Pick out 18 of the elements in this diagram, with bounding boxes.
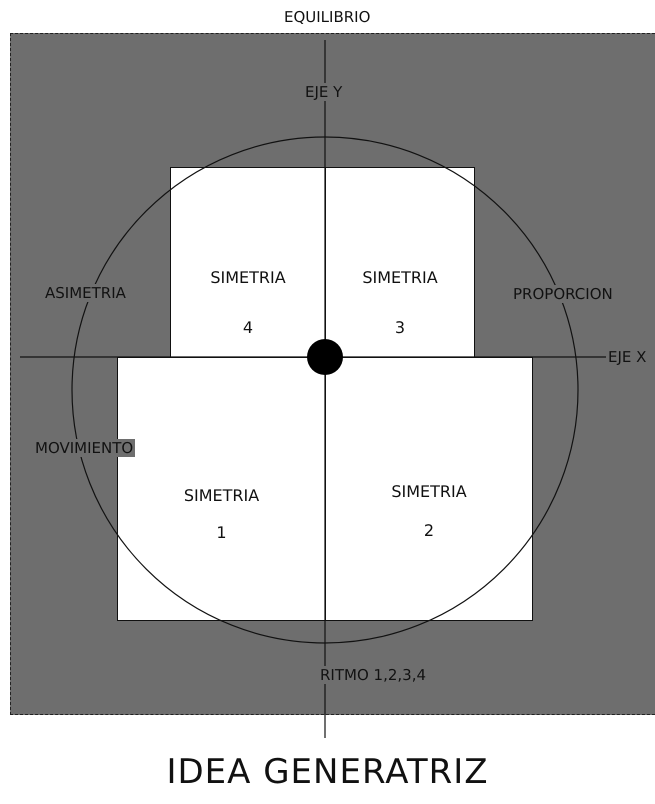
box-label: 1 xyxy=(216,523,227,542)
box-label: SIMETRIA xyxy=(362,268,438,287)
label: RITMO 1,2,3,4 xyxy=(318,666,428,684)
quadrant-box xyxy=(325,357,533,621)
axis-label: EJE Y xyxy=(303,83,344,101)
box-label: SIMETRIA xyxy=(391,482,467,501)
box-label: 4 xyxy=(242,318,254,337)
label: ASIMETRIA xyxy=(43,284,128,302)
label: MOVIMIENTO xyxy=(33,439,136,457)
axis-label: EQUILIBRIO xyxy=(282,8,372,26)
box-label: SIMETRIA xyxy=(184,486,260,505)
quadrant-box xyxy=(325,167,475,358)
box-label: 2 xyxy=(424,521,434,540)
axis-label: EJE X xyxy=(606,348,648,366)
quadrant-box xyxy=(170,167,326,358)
caption: IDEA GENERATRIZ xyxy=(165,752,490,792)
box-label: SIMETRIA xyxy=(210,268,286,287)
box-label: 3 xyxy=(394,318,406,337)
